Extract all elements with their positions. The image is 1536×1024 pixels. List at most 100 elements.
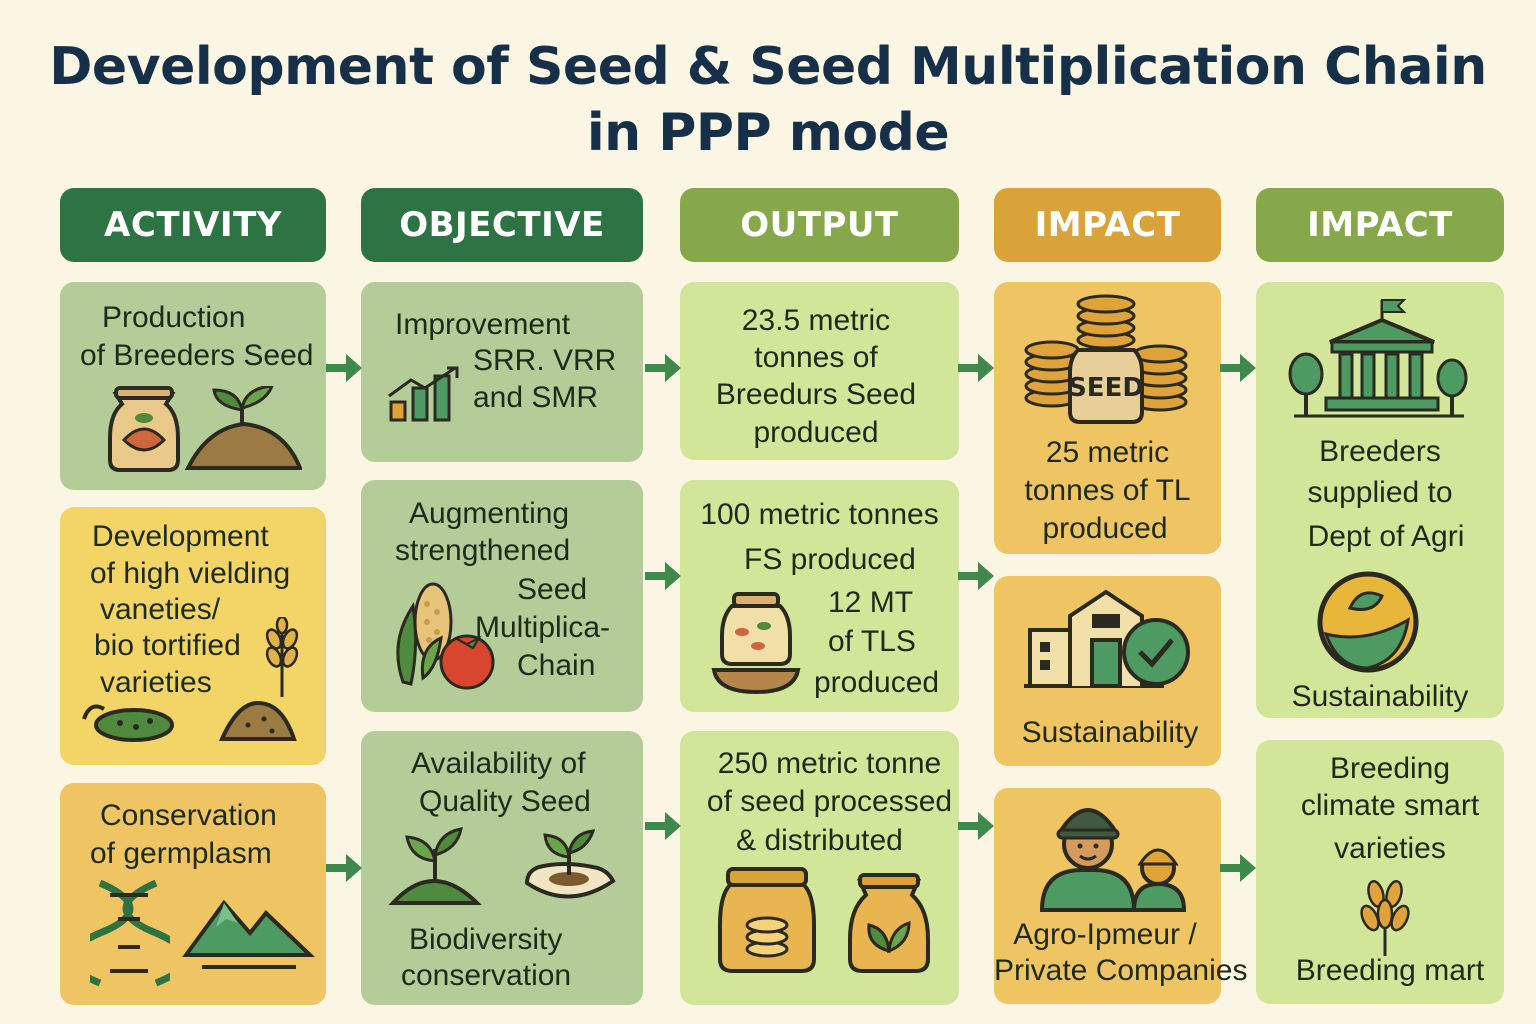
arrow-right-icon bbox=[326, 354, 362, 382]
title-line-2: in PPP mode bbox=[586, 103, 950, 163]
mountains-icon bbox=[182, 899, 315, 969]
output-card-foundation-seed: 100 metric tonnes FS produced 12 MT of T… bbox=[680, 480, 959, 712]
objective-3-line-3: Biodiversity bbox=[409, 923, 563, 956]
seed-jar-icon bbox=[711, 592, 801, 695]
objective-2-line-4: Multiplica- bbox=[475, 611, 611, 644]
arrow-right-icon bbox=[1220, 354, 1256, 382]
coins-seed-jar-icon: SEED bbox=[1024, 294, 1188, 424]
output-1-line-2: tonnes of bbox=[754, 341, 878, 374]
sapling-icon bbox=[388, 827, 482, 905]
dna-icon bbox=[90, 879, 170, 987]
header-impact-2: IMPACT bbox=[1256, 188, 1504, 262]
impact-5-line-3: varieties bbox=[1334, 832, 1446, 865]
activity-2-line-3: vaneties/ bbox=[100, 593, 221, 626]
activity-3-line-1: Conservation bbox=[100, 799, 277, 832]
output-card-breeders-seed: 23.5 metric tonnes of Breedurs Seed prod… bbox=[680, 282, 959, 460]
header-output: OUTPUT bbox=[680, 188, 959, 262]
impact-4-line-3: Dept of Agri bbox=[1307, 520, 1465, 553]
impact-3-line-1: Agro-Ipmeur / bbox=[1013, 918, 1197, 951]
arrow-right-icon bbox=[958, 354, 994, 382]
leaf-sack-icon bbox=[848, 873, 930, 973]
arrow-right-icon bbox=[645, 812, 681, 840]
wheat-icon bbox=[265, 617, 299, 697]
objective-3-line-4: conservation bbox=[401, 959, 572, 992]
objective-card-improvement: Improvement SRR. VRR and SMR bbox=[361, 282, 643, 462]
sprout-soil-icon bbox=[184, 386, 302, 470]
impact-4-line-1: Breeders bbox=[1319, 435, 1441, 468]
bar-chart-growth-icon bbox=[388, 366, 459, 422]
output-2-line-1: 100 metric tonnes bbox=[700, 498, 939, 531]
impact-4-line-2: supplied to bbox=[1307, 476, 1453, 509]
header-activity: ACTIVITY bbox=[60, 188, 326, 262]
government-building-icon bbox=[1288, 299, 1468, 418]
objective-1-line-3: and SMR bbox=[473, 381, 599, 414]
objective-card-availability: Availability of Quality Seed Biodiversit… bbox=[361, 731, 643, 1005]
impact-card-dept-agri: Breeders supplied to Dept of Agri Sustai… bbox=[1256, 282, 1504, 718]
activity-2-line-5: varieties bbox=[100, 666, 212, 699]
activity-2-line-1: Development bbox=[92, 520, 269, 553]
activity-2-line-2: of high vielding bbox=[90, 557, 291, 590]
output-1-line-3: Breedurs Seed bbox=[715, 378, 917, 411]
output-3-line-2: of seed processed bbox=[706, 785, 953, 818]
activity-3-line-2: of germplasm bbox=[90, 837, 272, 870]
activity-card-high-yielding: Development of high vielding vaneties/ b… bbox=[60, 507, 326, 765]
wheat-sheaf-icon bbox=[1360, 880, 1410, 956]
impact-5-line-2: climate smart bbox=[1300, 789, 1480, 822]
sustainability-globe-icon bbox=[1317, 571, 1419, 673]
impact-4-line-4: Sustainability bbox=[1291, 680, 1469, 713]
objective-1-line-1: Improvement bbox=[395, 308, 571, 341]
arrow-right-icon bbox=[645, 354, 681, 382]
arrow-right-icon bbox=[1220, 854, 1256, 882]
output-1-line-1: 23.5 metric bbox=[741, 304, 891, 337]
objective-2-line-2: strengthened bbox=[395, 534, 571, 567]
activity-card-breeders-seed: Production of Breeders Seed bbox=[60, 282, 326, 490]
impact-1-line-3: produced bbox=[1042, 512, 1168, 545]
impact-card-sustainability: Sustainability bbox=[994, 576, 1221, 766]
activity-1-line-2: of Breeders Seed bbox=[80, 339, 314, 372]
impact-5-line-1: Breeding bbox=[1329, 752, 1451, 785]
output-3-line-3: & distributed bbox=[736, 824, 903, 857]
seedling-tray-icon bbox=[524, 829, 616, 899]
arrow-right-icon bbox=[958, 812, 994, 840]
objective-3-line-2: Quality Seed bbox=[419, 785, 591, 818]
output-card-processed: 250 metric tonne of seed processed & dis… bbox=[680, 731, 959, 1005]
objective-1-line-2: SRR. VRR bbox=[473, 344, 617, 377]
output-1-line-4: produced bbox=[753, 416, 879, 449]
objective-2-line-3: Seed bbox=[517, 573, 588, 606]
arrow-right-icon bbox=[645, 562, 681, 590]
seed-bag-icon bbox=[108, 386, 180, 472]
title-line-1: Development of Seed & Seed Multiplicatio… bbox=[49, 37, 1487, 97]
output-2-line-2: FS produced bbox=[744, 543, 916, 576]
arrow-right-icon bbox=[958, 562, 994, 590]
corn-tomato-icon bbox=[396, 582, 495, 690]
output-2-line-5: produced bbox=[814, 666, 940, 699]
output-2-line-4: of TLS bbox=[828, 625, 916, 658]
seed-pod-icon bbox=[82, 704, 174, 742]
page-title: Development of Seed & Seed Multiplicatio… bbox=[0, 34, 1536, 166]
header-impact-1: IMPACT bbox=[994, 188, 1221, 262]
output-3-line-1: 250 metric tonne bbox=[717, 747, 942, 780]
arrow-right-icon bbox=[326, 854, 362, 882]
impact-5-line-4: Breeding mart bbox=[1295, 954, 1485, 987]
impact-1-line-1: 25 metric bbox=[1045, 436, 1170, 469]
soil-mound-icon bbox=[218, 700, 297, 741]
activity-card-germplasm: Conservation of germplasm bbox=[60, 783, 326, 1005]
output-2-line-3: 12 MT bbox=[828, 586, 914, 619]
coin-sack-icon bbox=[718, 867, 816, 973]
impact-2-line-1: Sustainability bbox=[1021, 716, 1199, 749]
impact-1-line-2: tonnes of TL bbox=[1024, 474, 1191, 507]
jar-seed-label: SEED bbox=[1068, 373, 1144, 403]
objective-3-line-1: Availability of bbox=[411, 747, 586, 780]
impact-card-tl-produced: SEED 25 metric tonnes of TL produced bbox=[994, 282, 1221, 554]
objective-card-augmenting: Augmenting strengthened Seed Multiplica-… bbox=[361, 480, 643, 712]
activity-2-line-4: bio tortified bbox=[94, 629, 241, 662]
impact-card-agro-entrepreneur: Agro-Ipmeur / Private Companies bbox=[994, 788, 1248, 1004]
impact-card-climate-smart: Breeding climate smart varieties Breedin… bbox=[1256, 740, 1504, 1004]
header-objective: OBJECTIVE bbox=[361, 188, 643, 262]
factory-check-icon bbox=[1024, 589, 1190, 688]
objective-2-line-1: Augmenting bbox=[409, 497, 570, 530]
impact-3-line-2: Private Companies bbox=[994, 954, 1248, 987]
farmers-icon bbox=[1039, 808, 1187, 912]
objective-2-line-5: Chain bbox=[517, 649, 596, 682]
activity-1-line-1: Production bbox=[102, 301, 246, 334]
